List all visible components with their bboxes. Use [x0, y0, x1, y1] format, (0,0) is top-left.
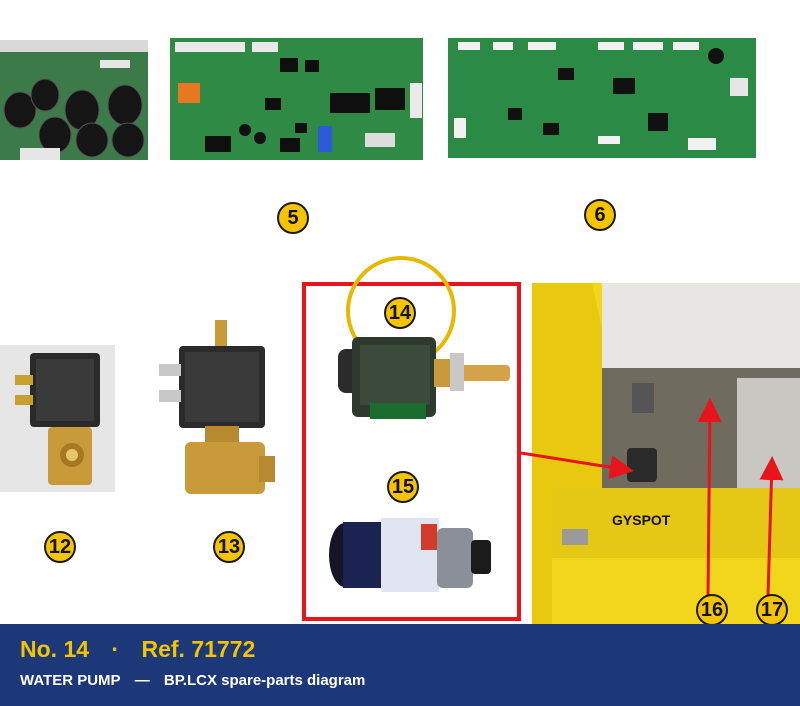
part-number-badge-16: 16 — [696, 594, 728, 626]
pointer-line-16 — [697, 398, 722, 597]
solenoid-valve-13-photo — [155, 320, 285, 500]
pointer-line-17 — [759, 456, 784, 597]
part-number-badge-14: 14 — [384, 297, 416, 329]
pcb-main-board-photo — [448, 38, 756, 158]
part-name: WATER PUMP — [20, 672, 121, 689]
footer-title-row: No. 14 · Ref. 71772 — [20, 636, 255, 663]
footer-banner: No. 14 · Ref. 71772 WATER PUMP — BP.LCX … — [0, 624, 800, 706]
part-number-badge-12: 12 — [44, 531, 76, 563]
machine-brand-label: GYSPOT — [612, 512, 671, 528]
solenoid-valve-12-photo — [0, 345, 115, 492]
diaphragm-pump-15-drawing — [329, 518, 491, 592]
vibration-pump-14-photo — [330, 325, 515, 425]
reference-number: Ref. 71772 — [141, 636, 256, 662]
pcb-power-board-photo — [0, 40, 148, 160]
solenoid-valve-13-drawing — [159, 320, 275, 494]
diagram-name: BP.LCX spare-parts diagram — [163, 672, 366, 689]
machine-interior-drawing: GYSPOT — [532, 283, 800, 624]
part-number: No. 14 — [20, 636, 90, 662]
solenoid-valve-12-drawing — [0, 345, 115, 492]
pcb-power-board-drawing — [0, 40, 148, 160]
part-number-badge-15: 15 — [387, 471, 419, 503]
footer-subtitle-row: WATER PUMP — BP.LCX spare-parts diagram — [20, 672, 365, 689]
pcb-main-board-drawing — [448, 38, 756, 158]
part-number-badge-13: 13 — [213, 531, 245, 563]
pointer-line-14 — [520, 451, 634, 480]
pcb-control-board-drawing — [170, 38, 423, 160]
pcb-control-board-photo — [170, 38, 423, 160]
part-number-badge-17: 17 — [756, 594, 788, 626]
machine-interior-photo: GYSPOT — [532, 283, 800, 624]
part-number-badge-6: 6 — [584, 199, 616, 231]
vibration-pump-14-drawing — [338, 337, 510, 419]
title-separator: · — [111, 636, 120, 662]
part-number-badge-5: 5 — [277, 202, 309, 234]
subtitle-dash: — — [134, 672, 150, 689]
diaphragm-pump-15-photo — [325, 510, 495, 605]
